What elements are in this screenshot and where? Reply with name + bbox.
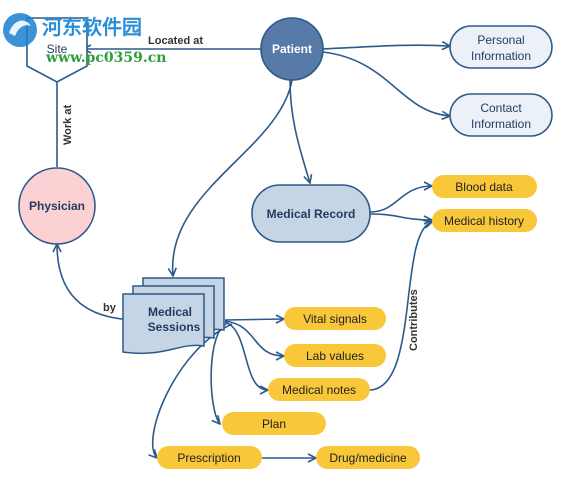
physician-node[interactable]: Physician: [18, 167, 96, 245]
lab-values-label: Lab values: [306, 349, 364, 363]
personal-information-label-line1: Personal: [477, 33, 524, 47]
plan-node[interactable]: Plan: [222, 412, 326, 435]
edge-sessions-vital-signals: [224, 319, 284, 320]
edge-patient-personal-information: [322, 45, 450, 49]
logo-icon: [3, 13, 37, 47]
blood-data-node[interactable]: Blood data: [432, 175, 537, 198]
edge-label-work-at: Work at: [62, 105, 74, 145]
edge-patient-medical-sessions: [173, 79, 293, 276]
watermark: 河东软件园 www.pc0359.cn: [3, 13, 166, 66]
drug-medicine-label: Drug/medicine: [329, 451, 407, 465]
contact-information-label-line2: Information: [471, 117, 531, 131]
lab-values-node[interactable]: Lab values: [284, 344, 386, 367]
plan-label: Plan: [262, 417, 286, 431]
vital-signals-node[interactable]: Vital signals: [284, 307, 386, 330]
medical-sessions-node[interactable]: Medical Sessions: [122, 277, 225, 355]
prescription-label: Prescription: [177, 451, 240, 465]
edge-label-by: by: [103, 302, 117, 314]
edge-sessions-lab-values: [224, 320, 284, 356]
personal-information-label-line2: Information: [471, 49, 531, 63]
edge-record-medical-history: [369, 213, 432, 220]
medical-history-node[interactable]: Medical history: [432, 209, 537, 232]
edge-notes-medical-history: [369, 222, 432, 391]
medical-record-label: Medical Record: [267, 207, 356, 221]
medical-history-label: Medical history: [444, 214, 524, 228]
edge-patient-contact-information: [322, 51, 450, 116]
contact-information-label-line1: Contact: [480, 101, 522, 115]
medical-record-node[interactable]: Medical Record: [251, 184, 371, 243]
medical-notes-label: Medical notes: [282, 383, 356, 397]
edge-label-contributes: Contributes: [408, 289, 420, 351]
vital-signals-label: Vital signals: [303, 312, 367, 326]
site-node[interactable]: Site: [26, 17, 88, 83]
site-label: Site: [47, 42, 68, 56]
edge-sessions-medical-notes: [224, 321, 268, 390]
medical-sessions-label-line2: Sessions: [148, 320, 201, 334]
physician-label: Physician: [29, 199, 85, 213]
edge-label-located-at: Located at: [148, 35, 203, 47]
medical-notes-node[interactable]: Medical notes: [268, 378, 370, 401]
drug-medicine-node[interactable]: Drug/medicine: [316, 446, 420, 469]
contact-information-node[interactable]: Contact Information: [449, 93, 553, 137]
blood-data-label: Blood data: [455, 180, 513, 194]
edges: [57, 45, 450, 458]
edge-record-blood-data: [369, 186, 432, 213]
patient-node[interactable]: Patient: [260, 17, 324, 81]
prescription-node[interactable]: Prescription: [157, 446, 262, 469]
patient-label: Patient: [272, 42, 312, 56]
personal-information-node[interactable]: Personal Information: [449, 25, 553, 69]
watermark-url: www.pc0359.cn: [45, 50, 166, 66]
watermark-title: 河东软件园: [42, 15, 142, 39]
edge-patient-medical-record: [289, 79, 310, 183]
medical-sessions-label-line1: Medical: [148, 305, 192, 319]
